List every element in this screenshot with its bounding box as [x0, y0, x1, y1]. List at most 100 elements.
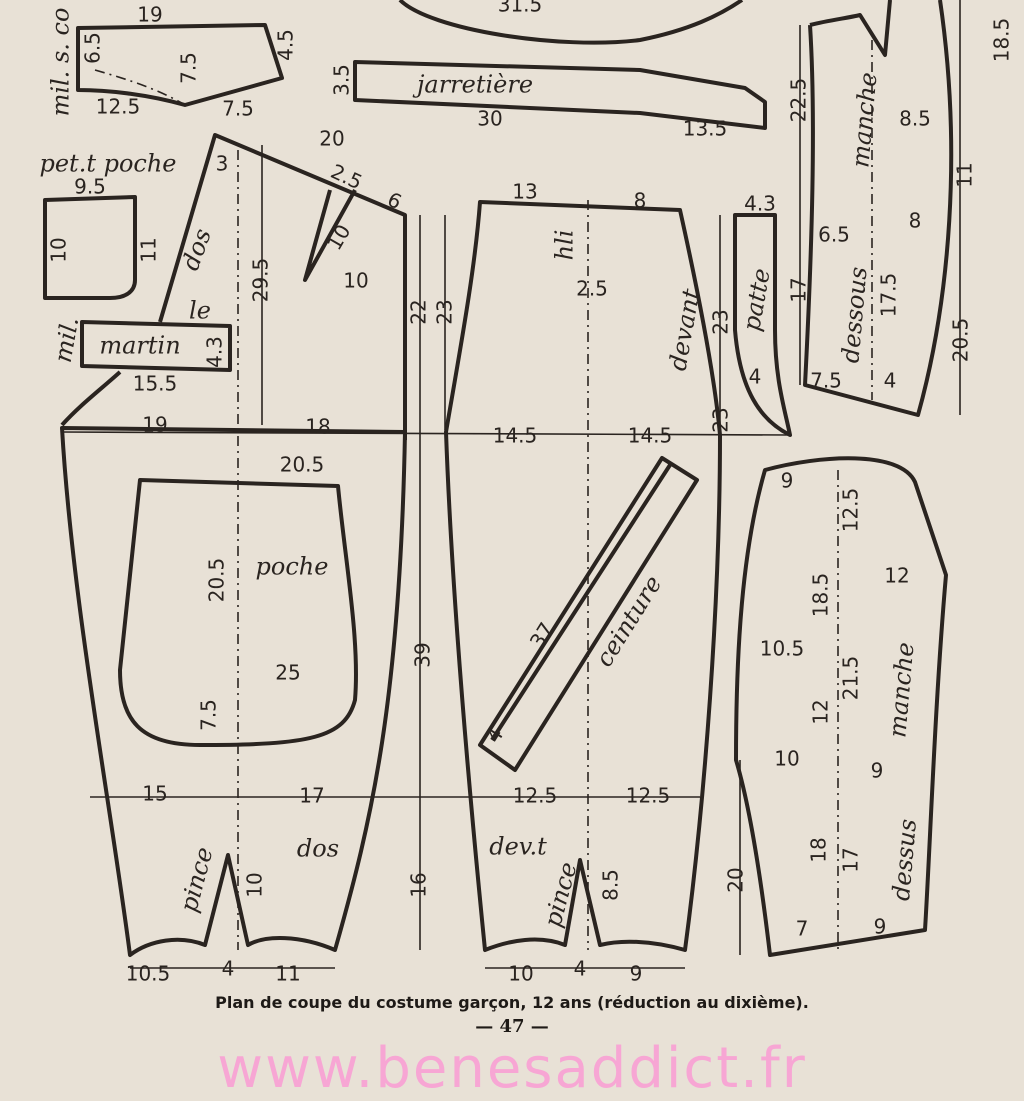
garter-label: 30: [477, 107, 502, 131]
front-trouser-label: 9: [630, 962, 643, 986]
under-sleeve-label: 4: [884, 369, 897, 393]
back-trouser-label: 10: [243, 872, 267, 897]
front-trouser-label: pince: [538, 859, 582, 930]
collar-fold-line: [94, 69, 186, 106]
upper-sleeve-label: 10: [774, 747, 799, 771]
back-jacket-label: 29.5: [249, 258, 273, 303]
under-sleeve-label: dessous: [836, 266, 872, 364]
back-jacket-label: dos: [176, 225, 217, 274]
upper-sleeve-label: 12: [884, 564, 909, 588]
back-trouser-label: 15: [142, 782, 167, 806]
martingale-piece: [80, 320, 232, 372]
back-trouser-label: 4: [222, 957, 235, 981]
under-sleeve-label: 8.5: [899, 107, 931, 131]
collar-label: mil. s. co: [47, 8, 75, 117]
under-sleeve-label: 11: [953, 162, 977, 187]
pocket-label: 20.5: [280, 453, 325, 477]
upper-sleeve-label: 9: [871, 759, 884, 783]
collar-label: 12.5: [96, 95, 141, 119]
back-trouser-piece: [60, 426, 407, 957]
vertical-dimensions: [261, 0, 961, 955]
front-trouser-label: 13: [512, 180, 537, 204]
back-trouser-label: 39: [411, 642, 435, 667]
front-trouser-label: 12.5: [626, 784, 671, 808]
grain-line-sleeve: [837, 40, 873, 950]
back-trouser-label: 18: [305, 415, 330, 439]
under-sleeve-label: 22.5: [787, 78, 811, 123]
figure-caption: Plan de coupe du costume garçon, 12 ans …: [215, 993, 809, 1012]
front-trouser-label: 12.5: [513, 784, 558, 808]
fly-label: patte: [737, 266, 776, 333]
upper-sleeve-label: 18.5: [809, 573, 833, 618]
front-trouser-label: 4: [574, 957, 587, 981]
collar-label: 6.5: [81, 32, 105, 64]
small-pocket-label: 11: [137, 237, 161, 262]
small-pocket-label: pet.t poche: [39, 150, 176, 178]
upper-sleeve-label: 12.5: [839, 488, 863, 533]
garter-label: 3.5: [330, 64, 354, 96]
front-trouser-label: 2.5: [576, 277, 608, 301]
back-trouser-label: dos: [297, 835, 339, 863]
small-pocket-piece: [43, 195, 137, 300]
fly-label: 4: [749, 365, 762, 389]
upper-sleeve-label: 17: [839, 847, 863, 872]
fly-label: 4.3: [744, 192, 776, 216]
waistband-piece: [478, 456, 699, 772]
garter-label: jarretière: [412, 71, 533, 99]
small-pocket-label: 10: [47, 237, 71, 262]
garter-label: 13.5: [683, 117, 728, 141]
martingale-label: 4.3: [203, 336, 227, 368]
back-trouser-label: 11: [275, 962, 300, 986]
pocket-label: 20.5: [205, 558, 229, 603]
watermark: www.benesaddict.fr: [217, 1036, 807, 1101]
garter-piece: [353, 60, 767, 130]
small-pocket-label: 9.5: [74, 175, 106, 199]
front-trouser-label: 8.5: [599, 869, 623, 901]
pocket-label: poche: [256, 553, 329, 581]
upper-sleeve-label: 9: [781, 469, 794, 493]
front-trouser-label: 8: [634, 189, 647, 213]
collar-label: 19: [137, 3, 162, 27]
back-trouser-label: 10.5: [126, 962, 171, 986]
back-jacket-label: 3: [216, 152, 229, 176]
pattern-outlines: [43, 0, 954, 957]
back-trouser-label: 19: [142, 413, 167, 437]
fly-label: 23: [709, 407, 733, 432]
front-trouser-label: 10: [508, 962, 533, 986]
under-sleeve-label: 7.5: [810, 369, 842, 393]
upper-sleeve-label: dessus: [887, 818, 922, 902]
back-dart: [303, 189, 357, 282]
under-sleeve-label: 20.5: [949, 318, 973, 363]
under-sleeve-label: manche: [846, 71, 882, 169]
upper-sleeve-label: 12: [809, 699, 833, 724]
back-jacket-label: 10: [322, 220, 356, 254]
martingale-label: 15.5: [133, 372, 178, 396]
upper-sleeve-label: 10.5: [760, 637, 805, 661]
upper-sleeve-label: 20: [724, 867, 748, 892]
under-sleeve-label: 6.5: [818, 223, 850, 247]
dimension-lines: [61, 0, 961, 969]
jacket-front-fragment: [398, 0, 744, 45]
martingale-label: le: [189, 297, 211, 325]
back-trouser-label: 17: [299, 784, 324, 808]
under-sleeve-label: 8: [909, 209, 922, 233]
upper-sleeve-label: 9: [874, 915, 887, 939]
front-trouser-label: 14.5: [493, 424, 538, 448]
back-jacket-top: [60, 133, 407, 440]
front-trouser-label: hli: [551, 230, 579, 261]
back-jacket-label: 2.5: [327, 159, 366, 194]
upper-sleeve-label: 21.5: [839, 656, 863, 701]
pocket-piece: [118, 478, 358, 747]
under-sleeve-label: 17.5: [877, 273, 901, 318]
collar-piece: [76, 23, 284, 107]
front-trouser-label: 14.5: [628, 424, 673, 448]
under-sleeve-label: 18.5: [990, 18, 1014, 63]
upper-sleeve-label: manche: [883, 641, 919, 739]
back-jacket-label: 20: [319, 127, 344, 151]
upper-sleeve-label: 7: [796, 917, 809, 941]
waistband-label: 4: [481, 723, 508, 747]
collar-label: 7.5: [177, 52, 201, 84]
garter-label: 31.5: [498, 0, 543, 17]
